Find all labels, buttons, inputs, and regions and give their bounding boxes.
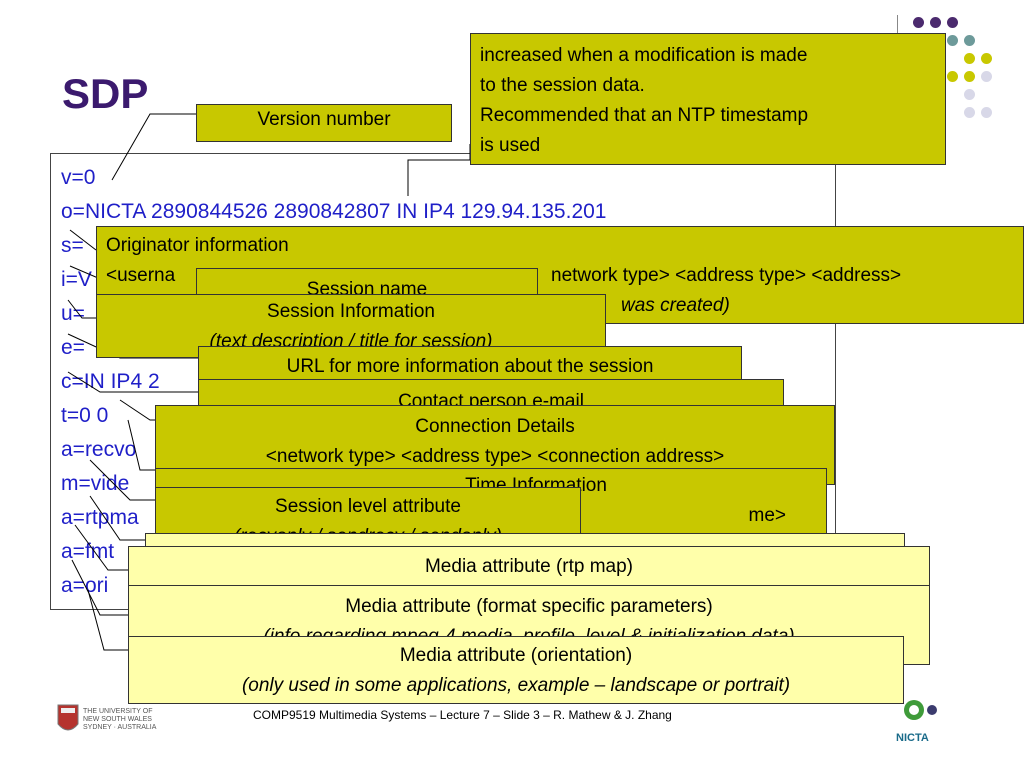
callout-media-rtpmap: Media attribute (rtp map) bbox=[128, 546, 930, 586]
nicta-logo-text: NICTA bbox=[896, 732, 929, 744]
slide-footer: COMP9519 Multimedia Systems – Lecture 7 … bbox=[253, 708, 672, 722]
sdp-line: s= bbox=[61, 234, 84, 257]
unsw-logo: THE UNIVERSITY OF NEW SOUTH WALES SYDNEY… bbox=[57, 704, 156, 741]
callout-text: Version number bbox=[257, 109, 391, 130]
sdp-line: v=0 bbox=[61, 166, 96, 189]
unsw-logo-text: THE UNIVERSITY OF NEW SOUTH WALES SYDNEY… bbox=[83, 708, 157, 731]
callout-text: was created) bbox=[621, 295, 730, 316]
callout-version-number: Version number bbox=[196, 104, 452, 142]
callout-text: Recommended that an NTP timestamp bbox=[480, 105, 809, 126]
sdp-line: u= bbox=[61, 302, 85, 325]
unsw-crest-icon bbox=[57, 704, 79, 731]
sdp-line: a=recvo bbox=[61, 438, 137, 461]
sdp-line: a=rtpma bbox=[61, 506, 139, 529]
sdp-line: t=0 0 bbox=[61, 404, 109, 427]
sdp-line: a=fmt bbox=[61, 540, 115, 563]
callout-title: Originator information bbox=[106, 235, 289, 256]
callout-title: Session level attribute bbox=[275, 496, 461, 517]
callout-text: me> bbox=[748, 505, 787, 526]
sdp-line: a=ori bbox=[61, 574, 109, 597]
callout-title: Connection Details bbox=[415, 416, 575, 437]
callout-text: Media attribute (rtp map) bbox=[424, 556, 634, 577]
callout-text: <network type> <address type> <connectio… bbox=[265, 446, 725, 467]
sdp-line: e= bbox=[61, 336, 85, 359]
slide-title: SDP bbox=[62, 70, 149, 117]
callout-text: increased when a modification is made bbox=[480, 45, 808, 66]
callout-text: is used bbox=[480, 135, 541, 156]
callout-text: URL for more information about the sessi… bbox=[286, 356, 654, 377]
callout-title: Media attribute (orientation) bbox=[399, 645, 633, 666]
sdp-line: o=NICTA 2890844526 2890842807 IN IP4 129… bbox=[61, 200, 607, 223]
callout-text: to the session data. bbox=[480, 75, 645, 96]
callout-text: <userna bbox=[106, 265, 176, 286]
callout-title: Session Information bbox=[267, 301, 435, 322]
nicta-logo-icon bbox=[904, 700, 937, 720]
callout-session-version: increased when a modification is made to… bbox=[470, 33, 946, 165]
sdp-line: c=IN IP4 2 bbox=[61, 370, 160, 393]
callout-title: Media attribute (format specific paramet… bbox=[345, 596, 713, 617]
sdp-line: m=vide bbox=[61, 472, 130, 495]
callout-text: network type> <address type> <address> bbox=[551, 265, 902, 286]
callout-text: (only used in some applications, example… bbox=[241, 675, 791, 696]
nicta-logo: NICTA bbox=[896, 694, 946, 754]
sdp-line: i=V bbox=[61, 268, 92, 291]
callout-media-orientation: Media attribute (orientation) (only used… bbox=[128, 636, 904, 704]
